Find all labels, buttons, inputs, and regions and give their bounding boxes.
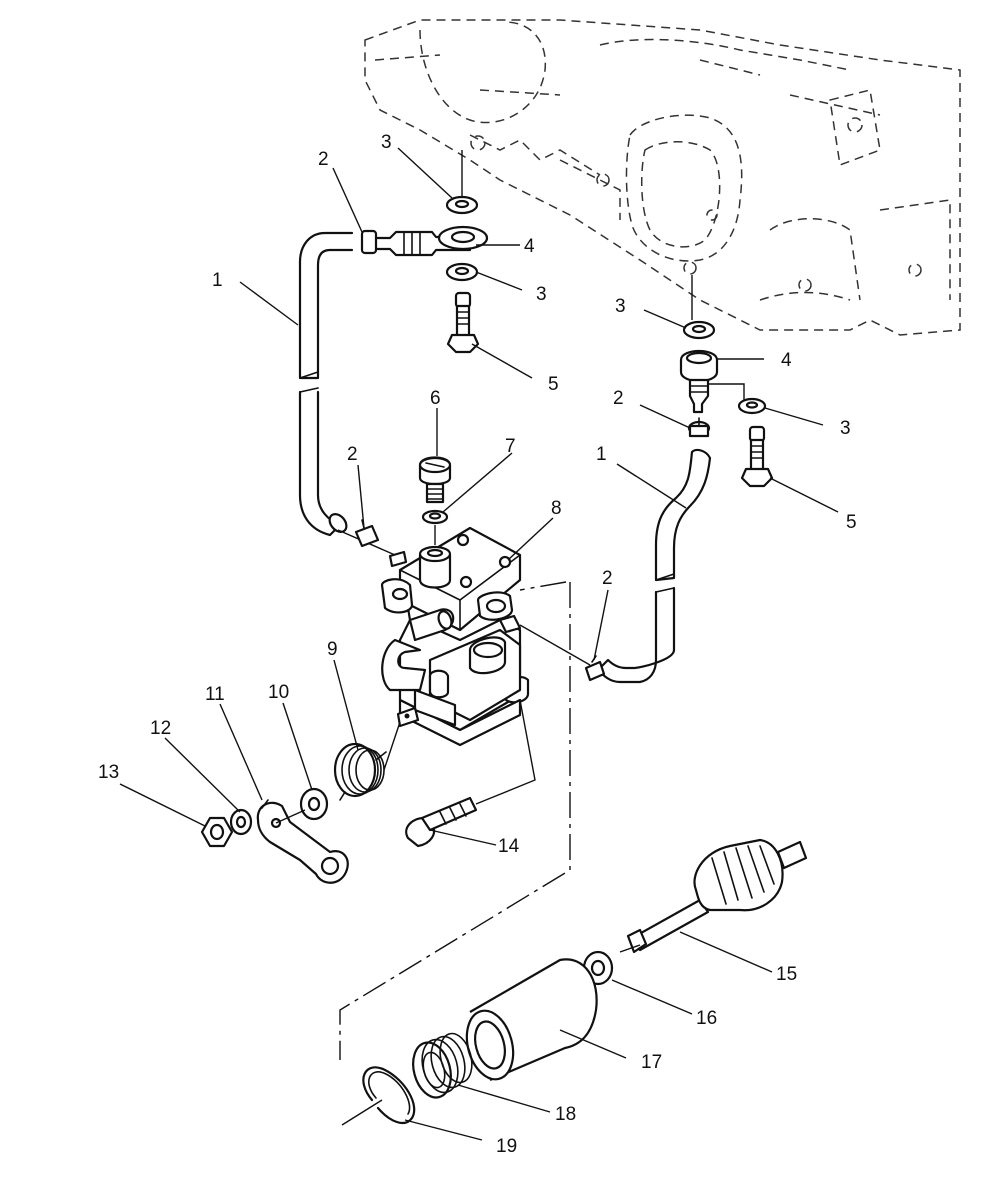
callout-12: 12 <box>150 718 171 739</box>
callout-11: 11 <box>205 684 225 705</box>
callout-13: 13 <box>98 762 119 783</box>
drive-shaft-bushing <box>465 958 598 1082</box>
lever-nut <box>200 816 234 848</box>
hose-clamp-pump-left <box>354 519 380 548</box>
oil-hose-right-upper <box>654 448 712 582</box>
oil-pump-control-lever <box>256 799 349 884</box>
callout-2-top-left: 2 <box>318 149 329 170</box>
callout-2-pump-left: 2 <box>347 444 358 465</box>
banjo-bolt-right <box>740 425 774 488</box>
hose-clamp-lower-right <box>584 655 606 682</box>
callout-9: 9 <box>327 639 338 660</box>
callout-3-right-top: 3 <box>615 296 626 317</box>
banjo-fitting-right <box>679 349 719 414</box>
return-spring <box>333 742 387 801</box>
oil-hose-left-upper <box>298 231 354 380</box>
callout-labels: 1 2 3 4 3 5 3 4 2 3 1 5 6 7 2 8 2 9 10 1… <box>98 132 857 1157</box>
right-oil-line-assembly <box>584 275 774 684</box>
pump-mounting-screw <box>405 796 478 848</box>
bleed-screw <box>418 456 452 504</box>
callout-6: 6 <box>430 388 441 409</box>
callout-10: 10 <box>268 682 289 703</box>
snap-ring <box>362 1066 416 1125</box>
engine-crankcase-outline <box>364 19 961 336</box>
hose-clamp-upper-left <box>360 229 378 255</box>
callout-17: 17 <box>641 1052 662 1073</box>
callout-14: 14 <box>498 836 520 857</box>
oil-hose-right-lower <box>596 586 676 684</box>
callout-4-upper: 4 <box>524 236 535 257</box>
callout-1-left: 1 <box>212 270 223 291</box>
callout-1-right: 1 <box>596 444 607 465</box>
left-oil-line-assembly <box>298 150 489 537</box>
oil-pump-drive-gear-shaft <box>626 838 808 954</box>
callout-15: 15 <box>776 964 797 985</box>
callout-16: 16 <box>696 1008 717 1029</box>
callout-19: 19 <box>496 1136 517 1157</box>
callout-8: 8 <box>551 498 562 519</box>
callout-7: 7 <box>505 436 516 457</box>
oil-pump-body <box>380 526 530 747</box>
drive-shaft-spring <box>412 1032 473 1099</box>
callout-2-pump-right: 2 <box>602 568 613 589</box>
callout-3-right-bottom: 3 <box>840 418 851 439</box>
hose-clamp-upper-right <box>687 417 711 438</box>
callout-leaders <box>119 147 839 1141</box>
callout-5-right: 5 <box>846 512 857 533</box>
callout-4-right: 4 <box>781 350 792 371</box>
callout-2-right: 2 <box>613 388 624 409</box>
callout-5-left: 5 <box>548 374 559 395</box>
callout-18: 18 <box>555 1104 576 1125</box>
banjo-bolt-upper-left <box>446 291 480 354</box>
callout-3-upper-middle: 3 <box>536 284 547 305</box>
lock-washer <box>229 808 253 836</box>
callout-3-top: 3 <box>381 132 392 153</box>
assembly-centerline <box>339 582 571 1060</box>
